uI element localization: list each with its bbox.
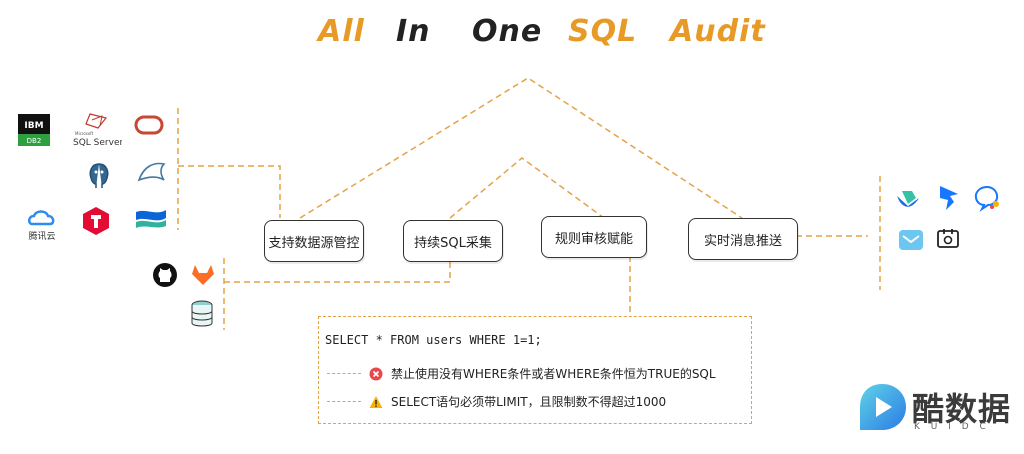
watermark-sub: K U I D C bbox=[914, 422, 990, 432]
audit-rule-error-text: 禁止使用没有WHERE条件或者WHERE条件恒为TRUE的SQL bbox=[391, 367, 716, 381]
ibm-db2-icon: IBM DB2 bbox=[18, 114, 50, 146]
oracle-icon bbox=[134, 114, 164, 136]
feishu-icon bbox=[894, 188, 922, 212]
microsoft-label: Microsoft bbox=[75, 131, 94, 136]
db2-label: DB2 bbox=[27, 137, 42, 145]
oceanbase-icon bbox=[134, 206, 168, 230]
title-word-sql: SQL bbox=[568, 14, 638, 49]
feature-datasource-control: 支持数据源管控 bbox=[264, 220, 364, 262]
sqlserver-icon: Microsoft SQL Server bbox=[72, 112, 122, 150]
kuidc-logo-icon bbox=[856, 382, 908, 432]
dingtalk-icon bbox=[936, 184, 960, 212]
audit-rule-warning: SELECT语句必须带LIMIT，且限制数不得超过1000 bbox=[327, 393, 666, 410]
title-word-all: All bbox=[318, 14, 365, 49]
feature-rule-audit: 规则审核赋能 bbox=[541, 216, 647, 258]
tidb-icon bbox=[82, 206, 110, 236]
database-storage-icon bbox=[190, 300, 214, 328]
audit-rule-warning-text: SELECT语句必须带LIMIT，且限制数不得超过1000 bbox=[391, 395, 667, 409]
repo-to-feature-line bbox=[224, 260, 451, 283]
watermark-brand: 酷数据 bbox=[912, 390, 1012, 428]
ibm-label: IBM bbox=[24, 121, 43, 131]
wecom-icon bbox=[972, 184, 1002, 212]
feature-sql-collection: 持续SQL采集 bbox=[403, 220, 503, 262]
title-word-audit: Audit bbox=[670, 14, 766, 49]
postgresql-icon bbox=[86, 162, 112, 190]
sqlserver-label: SQL Server bbox=[73, 138, 122, 148]
error-icon bbox=[369, 367, 383, 381]
tencent-cloud-icon: 腾讯云 bbox=[22, 204, 62, 244]
roof-line bbox=[299, 77, 743, 219]
email-icon bbox=[898, 228, 924, 252]
sql-audit-panel: SELECT * FROM users WHERE 1=1; 禁止使用没有WHE… bbox=[318, 316, 752, 424]
title-word-one: One bbox=[472, 14, 543, 49]
feature-message-push: 实时消息推送 bbox=[688, 218, 798, 260]
webhook-icon bbox=[936, 226, 962, 252]
warning-icon bbox=[369, 395, 383, 409]
github-icon bbox=[152, 262, 178, 288]
db-to-feature-line bbox=[178, 165, 281, 218]
audit-sql-statement: SELECT * FROM users WHERE 1=1; bbox=[325, 333, 542, 347]
rule-dash-lead bbox=[327, 373, 361, 374]
audit-rule-error: 禁止使用没有WHERE条件或者WHERE条件恒为TRUE的SQL bbox=[327, 365, 716, 382]
tencent-cloud-label: 腾讯云 bbox=[28, 230, 55, 242]
title-word-in: In bbox=[396, 14, 431, 49]
inner-triangle-line bbox=[449, 157, 605, 219]
gitlab-icon bbox=[190, 262, 216, 288]
mysql-icon bbox=[136, 158, 168, 188]
rule-dash-lead bbox=[327, 401, 361, 402]
